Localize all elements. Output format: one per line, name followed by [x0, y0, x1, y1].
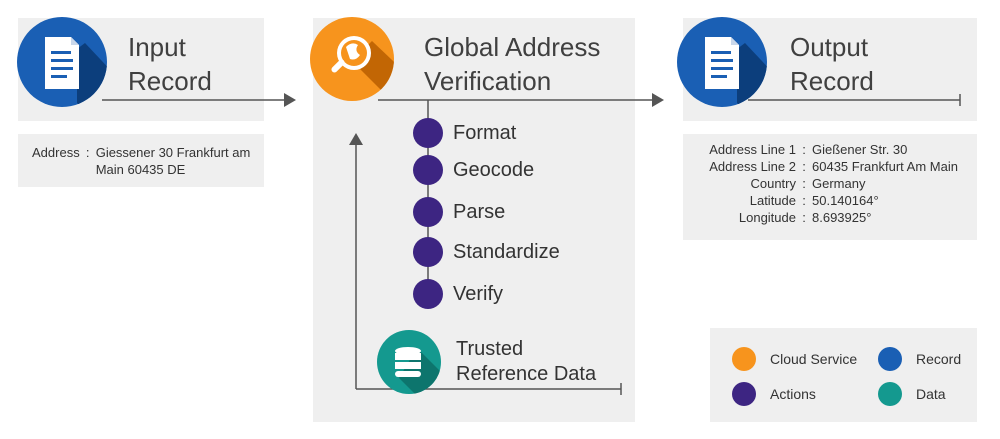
- step-verify: Verify: [413, 279, 503, 309]
- legend-actions-label: Actions: [770, 386, 816, 402]
- step-verify-label: Verify: [453, 283, 504, 305]
- legend-actions-dot: [732, 382, 756, 406]
- output-field-row: Address Line 2 : 60435 Frankfurt Am Main: [698, 158, 958, 175]
- legend-record-label: Record: [916, 351, 962, 367]
- input-address-label: Address: [32, 145, 80, 160]
- input-address: Address : Giessener 30 Frankfurt am Main…: [32, 145, 251, 177]
- output-field-value: Gießener Str. 30: [812, 142, 908, 157]
- input-address-value-line2: Main 60435 DE: [95, 162, 186, 177]
- legend-data: Data: [878, 382, 946, 406]
- action-dot: [413, 197, 443, 227]
- output-field-row: Latitude : 50.140164°: [698, 192, 958, 209]
- legend-panel: [710, 328, 977, 422]
- output-field-label: Longitude: [738, 210, 796, 225]
- database-icon: [377, 330, 441, 394]
- output-record-icon: [677, 17, 767, 107]
- output-field-label: Address Line 2: [709, 159, 796, 174]
- output-address-panel: [683, 134, 977, 240]
- verification-title: Global Address Verification: [424, 32, 601, 96]
- input-record-title: Input Record: [128, 32, 212, 96]
- legend-cloud-service-dot: [732, 347, 756, 371]
- output-field-value: 60435 Frankfurt Am Main: [812, 159, 958, 174]
- output-field-label: Address Line 1: [709, 142, 796, 157]
- step-parse-label: Parse: [453, 201, 506, 223]
- legend-record: Record: [878, 347, 961, 371]
- action-dot: [413, 279, 443, 309]
- step-standardize-label: Standardize: [453, 241, 560, 263]
- step-parse: Parse: [413, 197, 505, 227]
- legend-record-dot: [878, 347, 902, 371]
- trusted-reference-data-label: Trusted Reference Data: [456, 338, 597, 385]
- input-address-panel: [18, 134, 264, 187]
- arrow-to-verification: [284, 93, 296, 107]
- input-address-value-line1: Giessener 30 Frankfurt am: [95, 145, 251, 160]
- arrow-to-output: [652, 93, 664, 107]
- legend-actions: Actions: [732, 382, 816, 406]
- arrow-up-to-verification: [349, 133, 363, 145]
- action-dot: [413, 155, 443, 185]
- step-standardize: Standardize: [413, 237, 560, 267]
- output-field-row: Country : Germany: [698, 175, 958, 192]
- action-dot: [413, 237, 443, 267]
- legend-data-label: Data: [916, 386, 946, 402]
- legend-cloud-service-label: Cloud Service: [770, 351, 858, 367]
- step-format: Format: [413, 118, 516, 148]
- step-format-label: Format: [453, 122, 517, 144]
- legend-data-dot: [878, 382, 902, 406]
- step-geocode-label: Geocode: [453, 159, 535, 181]
- step-geocode: Geocode: [413, 155, 534, 185]
- output-field-label: Country: [750, 176, 796, 191]
- input-record-icon: [17, 17, 107, 107]
- output-address-fields: Address Line 1 : Gießener Str. 30 Addres…: [698, 141, 958, 226]
- legend-cloud-service: Cloud Service: [732, 347, 857, 371]
- output-record-title: Output Record: [790, 32, 874, 96]
- output-field-value: 8.693925°: [812, 210, 872, 225]
- output-field-value: Germany: [812, 176, 866, 191]
- output-field-value: 50.140164°: [812, 193, 879, 208]
- cloud-service-search-icon: [310, 17, 394, 101]
- output-field-label: Latitude: [749, 193, 796, 208]
- output-field-row: Longitude : 8.693925°: [698, 209, 958, 226]
- output-field-row: Address Line 1 : Gießener Str. 30: [698, 141, 958, 158]
- action-dot: [413, 118, 443, 148]
